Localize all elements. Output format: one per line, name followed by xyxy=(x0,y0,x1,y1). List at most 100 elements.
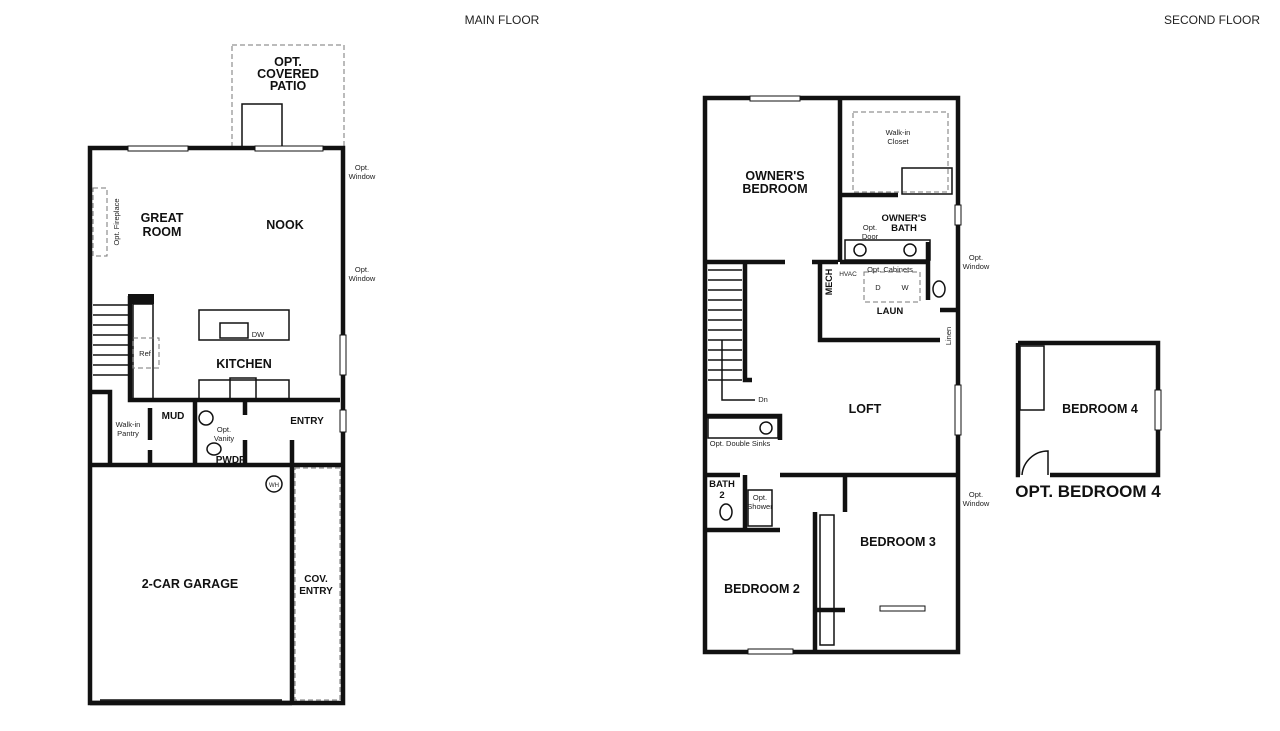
sink xyxy=(853,243,867,257)
kitchen-island xyxy=(198,309,290,341)
range xyxy=(229,377,257,401)
shower xyxy=(901,167,953,195)
dryer-label: D xyxy=(875,283,881,292)
bath2-label: BATH xyxy=(709,479,735,490)
dw-label: DW xyxy=(252,330,265,339)
patio-label: PATIO xyxy=(270,79,307,93)
mech-label: MECH xyxy=(824,269,834,296)
double-sinks-label: Opt. Double Sinks xyxy=(710,439,771,448)
opt-window-label: Opt. xyxy=(355,265,369,274)
owners-bath-label: BATH xyxy=(891,223,917,234)
laun-label: LAUN xyxy=(877,306,904,317)
patio-label: OPT. xyxy=(274,55,302,69)
double-sinks xyxy=(707,417,779,439)
opt-window-label: Opt. xyxy=(355,163,369,172)
second-floor-exterior-wall xyxy=(702,95,961,655)
loft-label: LOFT xyxy=(849,402,882,416)
range-counter xyxy=(198,379,290,401)
window xyxy=(747,648,794,655)
opt-shower xyxy=(747,489,773,527)
opt-window-label: Window xyxy=(963,499,990,508)
interior-walls xyxy=(90,400,343,703)
window xyxy=(749,95,801,102)
window xyxy=(127,145,189,152)
main-floor-heading: MAIN FLOOR xyxy=(465,13,540,27)
opt-bedroom4-heading: OPT. BEDROOM 4 xyxy=(1015,482,1161,501)
sink xyxy=(759,421,773,435)
owners-bedroom-label: BEDROOM xyxy=(742,182,807,196)
wh-label: WH xyxy=(269,483,279,489)
vanity-label: Opt. xyxy=(217,425,231,434)
opt-window-label: Window xyxy=(349,172,376,181)
pwdr-label: PWDR xyxy=(216,455,247,466)
opt-window-label: Opt. xyxy=(969,490,983,499)
opt-door-label: Door xyxy=(862,232,879,241)
window xyxy=(954,204,962,226)
fireplace-label: Opt. Fireplace xyxy=(112,198,121,245)
closet-doors xyxy=(819,514,835,646)
water-heater xyxy=(265,475,283,493)
shower-label: Shower xyxy=(747,502,773,511)
sink xyxy=(219,322,249,339)
bedroom4-label: BEDROOM 4 xyxy=(1062,402,1138,416)
great-room-label: GREAT xyxy=(141,211,184,225)
dn-label: Dn xyxy=(758,395,768,404)
cov-entry-label: COV. xyxy=(304,574,328,585)
door-swing xyxy=(1021,450,1049,476)
opt-window-label: Window xyxy=(963,262,990,271)
opt-cabinets-label: Opt. Cabinets xyxy=(867,265,913,274)
hvac-label: HVAC xyxy=(839,271,857,278)
pantry-wall xyxy=(90,389,113,465)
main-floor: OPT. COVERED PATIO GREAT ROOM NOOK KITCH… xyxy=(87,44,376,706)
cov-entry-outline xyxy=(294,467,341,701)
washer-dryer-outline xyxy=(863,271,921,303)
sink xyxy=(903,243,917,257)
toilet xyxy=(932,280,946,298)
pantry-label: Pantry xyxy=(117,429,139,438)
sliding-door xyxy=(254,145,324,152)
cov-entry-edge xyxy=(291,465,344,703)
vanity xyxy=(844,239,931,261)
window xyxy=(1154,389,1162,431)
pantry-label: Walk-in xyxy=(116,420,141,429)
covered-patio-outline xyxy=(231,44,345,149)
window xyxy=(339,409,347,433)
toilet xyxy=(719,503,733,521)
opt-bedroom4: BEDROOM 4 OPT. BEDROOM 4 xyxy=(1015,340,1162,501)
linen-label: Linen xyxy=(944,327,953,345)
second-floor-heading: SECOND FLOOR xyxy=(1164,13,1260,27)
window xyxy=(954,384,962,436)
opt-window-label: Window xyxy=(349,274,376,283)
vanity-sink xyxy=(198,410,214,426)
opt-door-label: Opt. xyxy=(863,223,877,232)
patio-label: COVERED xyxy=(257,67,319,81)
shower-label: Opt. xyxy=(753,493,767,502)
window xyxy=(339,334,347,376)
cov-entry-label: ENTRY xyxy=(299,586,333,597)
kitchen-label: KITCHEN xyxy=(216,357,272,371)
closet-label: Closet xyxy=(887,137,909,146)
closet-label: Walk-in xyxy=(886,128,911,137)
second-floor: OWNER'S BEDROOM Walk-in Closet OWNER'S B… xyxy=(702,95,990,655)
mud-label: MUD xyxy=(162,411,185,422)
nook-label: NOOK xyxy=(266,218,304,232)
toilet xyxy=(206,442,222,456)
patio-step xyxy=(241,103,283,149)
ref-label: Ref xyxy=(139,349,152,358)
bath2-label: 2 xyxy=(719,490,724,501)
garage-label: 2-CAR GARAGE xyxy=(142,577,239,591)
closet-outline xyxy=(852,111,949,193)
opt-window-label: Opt. xyxy=(969,253,983,262)
vanity-label: Vanity xyxy=(214,434,235,443)
window xyxy=(879,605,926,612)
closet xyxy=(1019,345,1045,411)
refrigerator xyxy=(132,337,160,369)
washer-label: W xyxy=(901,283,909,292)
great-room-label: ROOM xyxy=(143,225,182,239)
owners-bedroom-label: OWNER'S xyxy=(745,169,804,183)
owners-bath-label: OWNER'S xyxy=(881,213,926,224)
bath2-wall xyxy=(705,413,783,440)
bedroom3-label: BEDROOM 3 xyxy=(860,535,936,549)
stairs xyxy=(708,262,755,401)
